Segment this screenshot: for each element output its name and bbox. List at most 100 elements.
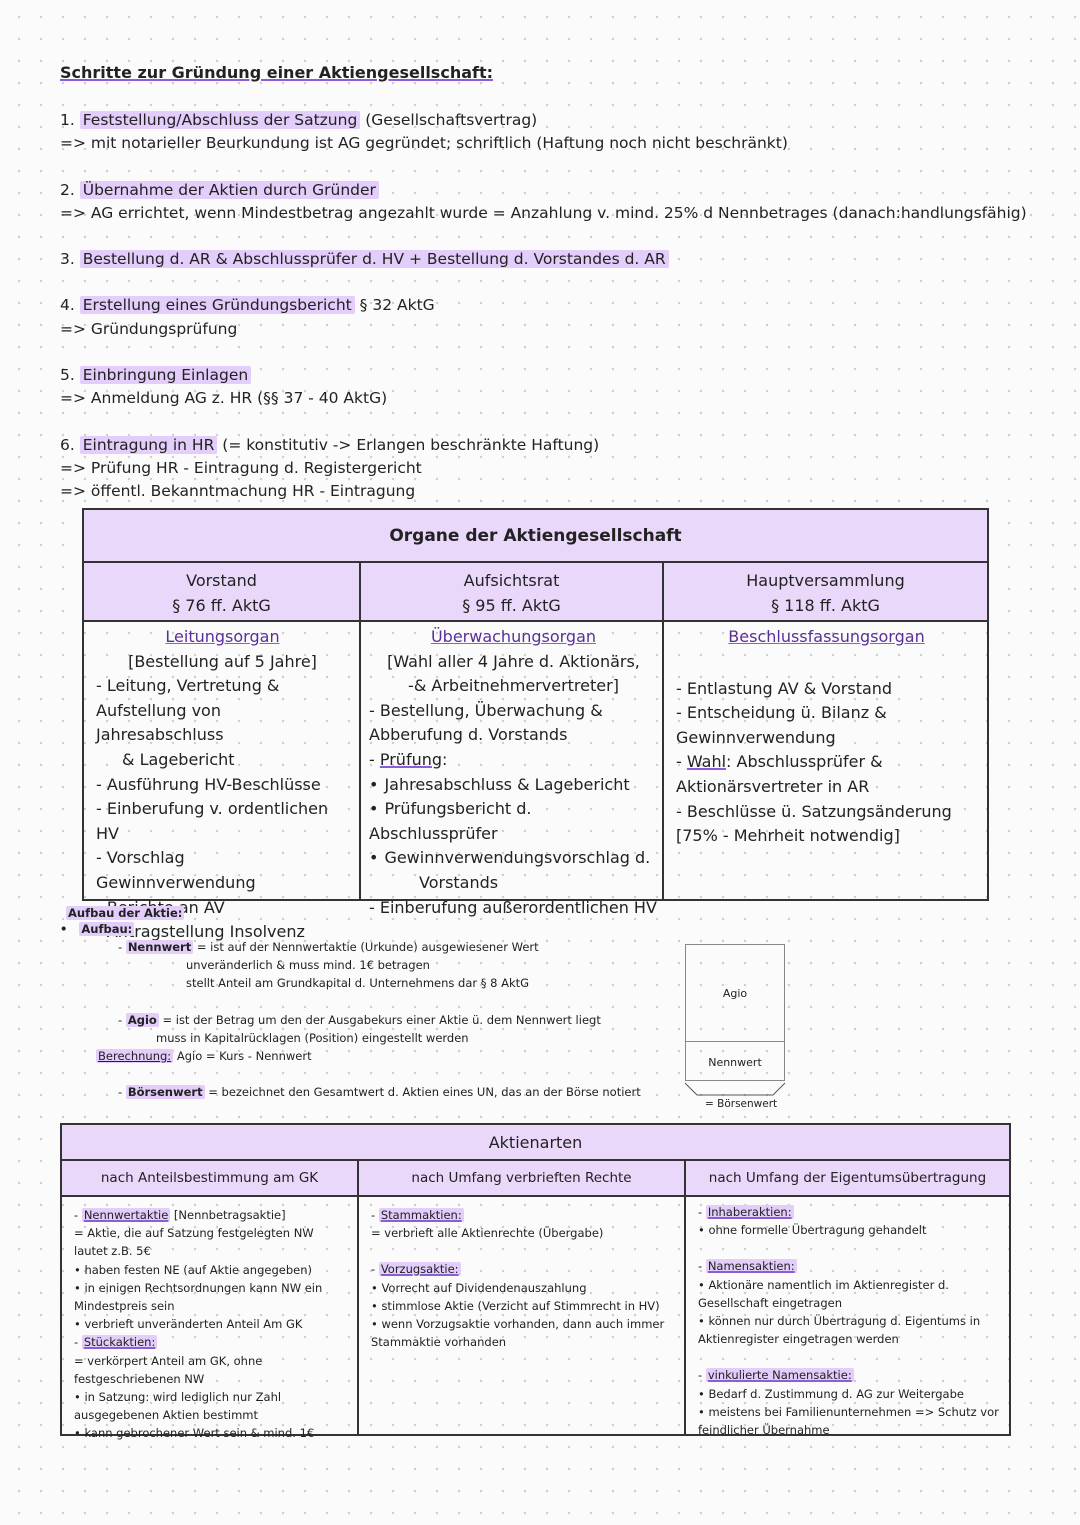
aufsichtsrat-header: Aufsichtsrat § 95 ff. AktG (361, 563, 662, 622)
organ-term: -& Arbeitnehmervertreter] (408, 676, 619, 696)
organ-duty: Gewinnverwendungsvorschlag d. (369, 846, 658, 871)
step-number: 1. (60, 111, 75, 129)
organe-table: Organe der Aktiengesellschaft Vorstand §… (82, 508, 989, 941)
brace-icon (684, 1082, 786, 1096)
aktienart-detail: • Bedarf d. Zustimmung d. AG zur Weiterg… (698, 1386, 964, 1401)
aktienart-detail: • wenn Vorzugsaktie vorhanden, dann auch… (371, 1317, 665, 1332)
organ-duty: & Lagebericht (122, 749, 235, 769)
step-detail: => Gründungsprüfung (60, 319, 238, 338)
step-detail: => Prüfung HR - Eintragung d. Registerge… (60, 458, 422, 477)
organ-name: Hauptversammlung (746, 571, 905, 590)
step-4: 4. Erstellung eines Gründungsbericht § 3… (60, 294, 1040, 341)
organ-duty: - Vorschlag Gewinnverwendung (96, 848, 256, 892)
organ-duty: Gewinnverwendung (676, 727, 836, 747)
aktienart-note: [Nennbetragsaktie] (170, 1208, 286, 1222)
step-2: 2. Übernahme der Aktien durch Gründer =>… (60, 179, 1040, 226)
vorstand-body: Leitungsorgan [Bestellung auf 5 Jahre] -… (84, 622, 359, 945)
aktienart-detail: Aktienregister eingetragen werden (698, 1332, 899, 1347)
aktienart-detail: Mindestpreis sein (74, 1299, 175, 1314)
wahl-label: Wahl (686, 752, 727, 772)
aktienart-heading: - Inhaberaktien: (698, 1205, 794, 1219)
step-number: 3. (60, 250, 75, 269)
organ-duty: - Prüfung: (369, 749, 448, 769)
nennwert-box: Nennwert (708, 1055, 762, 1069)
aktienart-detail: • meistens bei Familienunternehmen => Sc… (698, 1404, 999, 1419)
hv-header: Hauptversammlung § 118 ff. AktG (664, 563, 987, 622)
boersenwert-line: - Börsenwert = bezeichnet den Gesamtwert… (118, 1085, 641, 1099)
column-header: nach Anteilsbestimmung am GK (62, 1161, 357, 1197)
aufsichtsrat-column: Aufsichtsrat § 95 ff. AktG Überwachungso… (361, 563, 664, 917)
aktienart-detail: • können nur durch Übertragung d. Eigent… (698, 1314, 981, 1329)
berechnung-label: Berechnung: (96, 1049, 174, 1063)
column-header: nach Umfang verbrieften Rechte (359, 1161, 684, 1197)
organ-name: Aufsichtsrat (463, 571, 560, 590)
step-note: (Gesellschaftsvertrag) (360, 111, 538, 129)
hv-body: Beschlussfassungsorgan - Entlastung AV &… (664, 622, 987, 849)
organ-role: Beschlussfassungsorgan (728, 627, 925, 646)
aktienart-detail: • haben festen NE (auf Aktie angegeben) (74, 1262, 312, 1277)
aktienarten-table: Aktienarten nach Anteilsbestimmung am GK… (60, 1123, 1011, 1440)
step-heading: Bestellung d. AR & Abschlussprüfer d. HV… (79, 250, 669, 269)
vorstand-column: Vorstand § 76 ff. AktG Leitungsorgan [Be… (84, 563, 361, 941)
aufbau-bullet: • Aufbau: (60, 922, 135, 936)
aktienart-detail: feindlicher Übernahme (698, 1423, 830, 1438)
column-header: nach Umfang der Eigentumsübertragung (686, 1161, 1009, 1197)
organ-duty: Aktionärsvertreter in AR (676, 776, 870, 796)
step-number: 4. (60, 296, 75, 315)
step-number: 2. (60, 180, 75, 199)
column-body: - Stammaktien: = verbrieft alle Aktienre… (359, 1197, 684, 1351)
aktienart-detail: • ohne formelle Übertragung gehandelt (698, 1223, 927, 1238)
aufbau-title: Aufbau der Aktie: (66, 906, 185, 920)
aktienart-detail: • kann gebrochener Wert sein & mind. 1€ (74, 1426, 315, 1441)
step-heading: Feststellung/Abschluss der Satzung (79, 111, 361, 129)
organ-term: [Wahl aller 4 Jahre d. Aktionärs, (387, 651, 640, 671)
step-detail: => öffentl. Bekanntmachung HR - Eintragu… (60, 482, 416, 501)
rechte-column: nach Umfang verbrieften Rechte - Stammak… (359, 1161, 686, 1436)
step-heading-part: Bestellung d. AR & Abschlussprüfer d. HV (82, 250, 405, 269)
aufbau-title-text: Aufbau der Aktie: (66, 906, 185, 920)
steps-title: Schritte zur Gründung einer Aktiengesell… (60, 63, 494, 82)
agio-line: - Agio = ist der Betrag um den der Ausga… (118, 1013, 601, 1027)
steps-section: Schritte zur Gründung einer Aktiengesell… (60, 60, 1040, 527)
organ-law: § 95 ff. AktG (462, 596, 561, 615)
aktienart-heading: - Nennwertaktie [Nennbetragsaktie] (74, 1208, 286, 1222)
step-5: 5. Einbringung Einlagen => Anmeldung AG … (60, 364, 1040, 411)
step-heading: Einbringung Einlagen (79, 366, 252, 385)
organ-term: [Bestellung auf 5 Jahre] (128, 651, 317, 671)
organ-duty: - Wahl: Abschlussprüfer & (676, 752, 883, 772)
aktienart-detail: • Vorrecht auf Dividendenauszahlung (371, 1280, 587, 1295)
step-number: 6. (60, 435, 75, 454)
aufsichtsrat-body: Überwachungsorgan [Wahl aller 4 Jahre d.… (361, 622, 662, 920)
organ-duty: - Beschlüsse ü. Satzungsänderung (676, 801, 952, 821)
step-heading: Erstellung eines Gründungsbericht (79, 296, 355, 315)
aktienart-detail: • in Satzung: wird lediglich nur Zahl (74, 1390, 282, 1405)
step-number: 5. (60, 366, 75, 385)
hauptversammlung-column: Hauptversammlung § 118 ff. AktG Beschlus… (664, 563, 987, 901)
vorzugsaktie-label: Vorzugsaktie: (378, 1262, 461, 1277)
aktienart-detail: • in einigen Rechtsordnungen kann NW ein (74, 1280, 323, 1295)
organ-duty: - Leitung, Vertretung & (96, 676, 280, 696)
boersenwert-text: = bezeichnet den Gesamtwert d. Aktien ei… (204, 1085, 641, 1099)
nennwert-text: unveränderlich & muss mind. 1€ betragen (186, 958, 430, 972)
vinkulierte-namensaktie-label: vinkulierte Namensaktie: (705, 1368, 854, 1383)
agio-box: Agio (686, 945, 784, 1042)
agio-text: muss in Kapitalrücklagen (Position) eing… (156, 1031, 469, 1045)
aktienart-detail: festgeschriebenen NW (74, 1371, 205, 1386)
organ-law: § 118 ff. AktG (771, 596, 880, 615)
organe-title: Organe der Aktiengesellschaft (84, 510, 987, 563)
column-body: - Nennwertaktie [Nennbetragsaktie] = Akt… (62, 1197, 357, 1443)
step-detail: => mit notarieller Beurkundung ist AG ge… (60, 134, 788, 153)
step-3: 3. Bestellung d. AR & Abschlussprüfer d.… (60, 248, 1040, 271)
step-heading-part: Bestellung d. Vorstandes d. AR (426, 250, 666, 269)
aktienart-detail: Stammaktie vorhanden (371, 1335, 507, 1350)
aktienart-detail: lautet z.B. 5€ (74, 1244, 151, 1259)
step-note: § 32 AktG (354, 296, 435, 315)
aktienart-detail: ausgegebenen Aktien bestimmt (74, 1408, 258, 1423)
aktienart-detail: = Aktie, die auf Satzung festgelegten NW (74, 1226, 314, 1241)
berechnung-line: Berechnung: Agio = Kurs - Nennwert (96, 1049, 312, 1063)
nennwertaktie-label: Nennwertaktie (81, 1208, 171, 1222)
step-detail: => AG errichtet, wenn Mindestbetrag ange… (60, 203, 1027, 222)
organ-role: Leitungsorgan (165, 627, 280, 646)
namensaktien-label: Namensaktien: (705, 1259, 797, 1274)
organ-duty: Prüfungsbericht d. Abschlussprüfer (369, 797, 658, 846)
